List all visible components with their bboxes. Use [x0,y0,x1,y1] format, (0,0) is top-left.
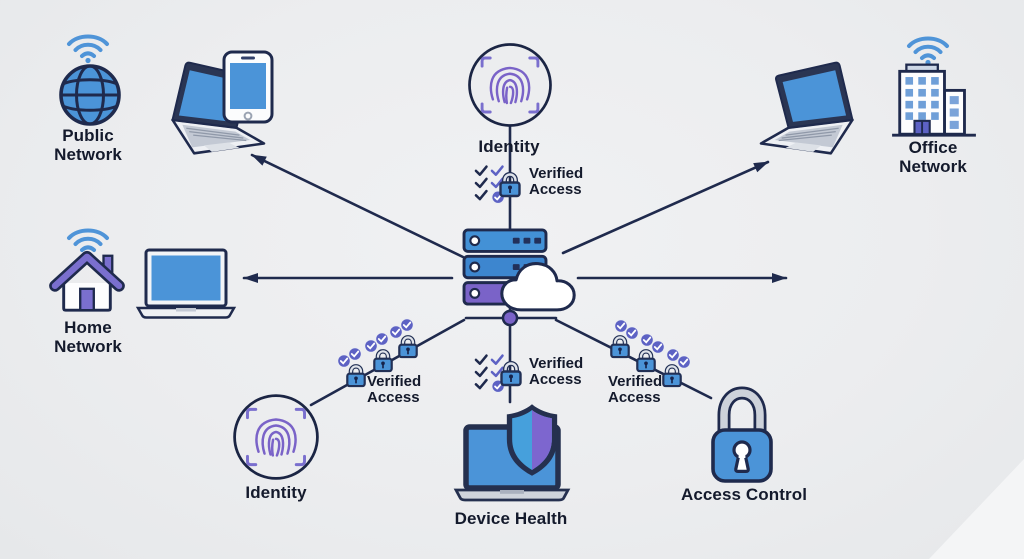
padlock-icon [706,386,778,486]
lock-icon [397,335,419,359]
laptop-isometric-icon [759,56,880,168]
connector-access-control [554,318,713,400]
smartphone-icon [222,50,274,124]
identity-bottom-label: Identity [245,483,307,502]
building-icon [890,58,978,138]
check-badge-icon [336,317,415,369]
lock-icon [345,364,367,388]
home-network-label: Home Network [54,318,122,357]
wifi-icon [64,28,112,64]
access-control-label: Access Control [680,485,808,504]
device-health-label: Device Health [454,509,568,528]
lock-icon [499,360,523,387]
lock-icon [372,349,394,373]
verified-access-label-center: Verified Access [529,355,584,389]
lock-icon [635,349,657,373]
lock-icon [609,335,631,359]
office-network-label: Office Network [899,138,967,177]
wifi-icon [904,30,952,66]
cloud-icon [498,256,578,318]
fingerprint-scan-icon [230,391,322,483]
shield-icon [502,402,562,478]
globe-icon [57,62,123,128]
verified-access-label-top: Verified Access [529,165,584,199]
hub-node [501,309,519,327]
public-network-label: Public Network [54,126,122,165]
fingerprint-scan-icon [465,40,555,130]
house-icon [48,248,126,316]
verified-access-label-right: Verified Access [608,373,663,407]
laptop-front-icon [135,248,237,319]
arrow-to-office-laptop [561,160,770,255]
verified-access-label-left: Verified Access [367,373,422,407]
check-badge-icon [613,318,692,370]
lock-icon [498,171,522,198]
lock-icon [661,364,683,388]
arrow-to-public-laptop [250,153,465,259]
identity-top-label: Identity [478,137,540,156]
